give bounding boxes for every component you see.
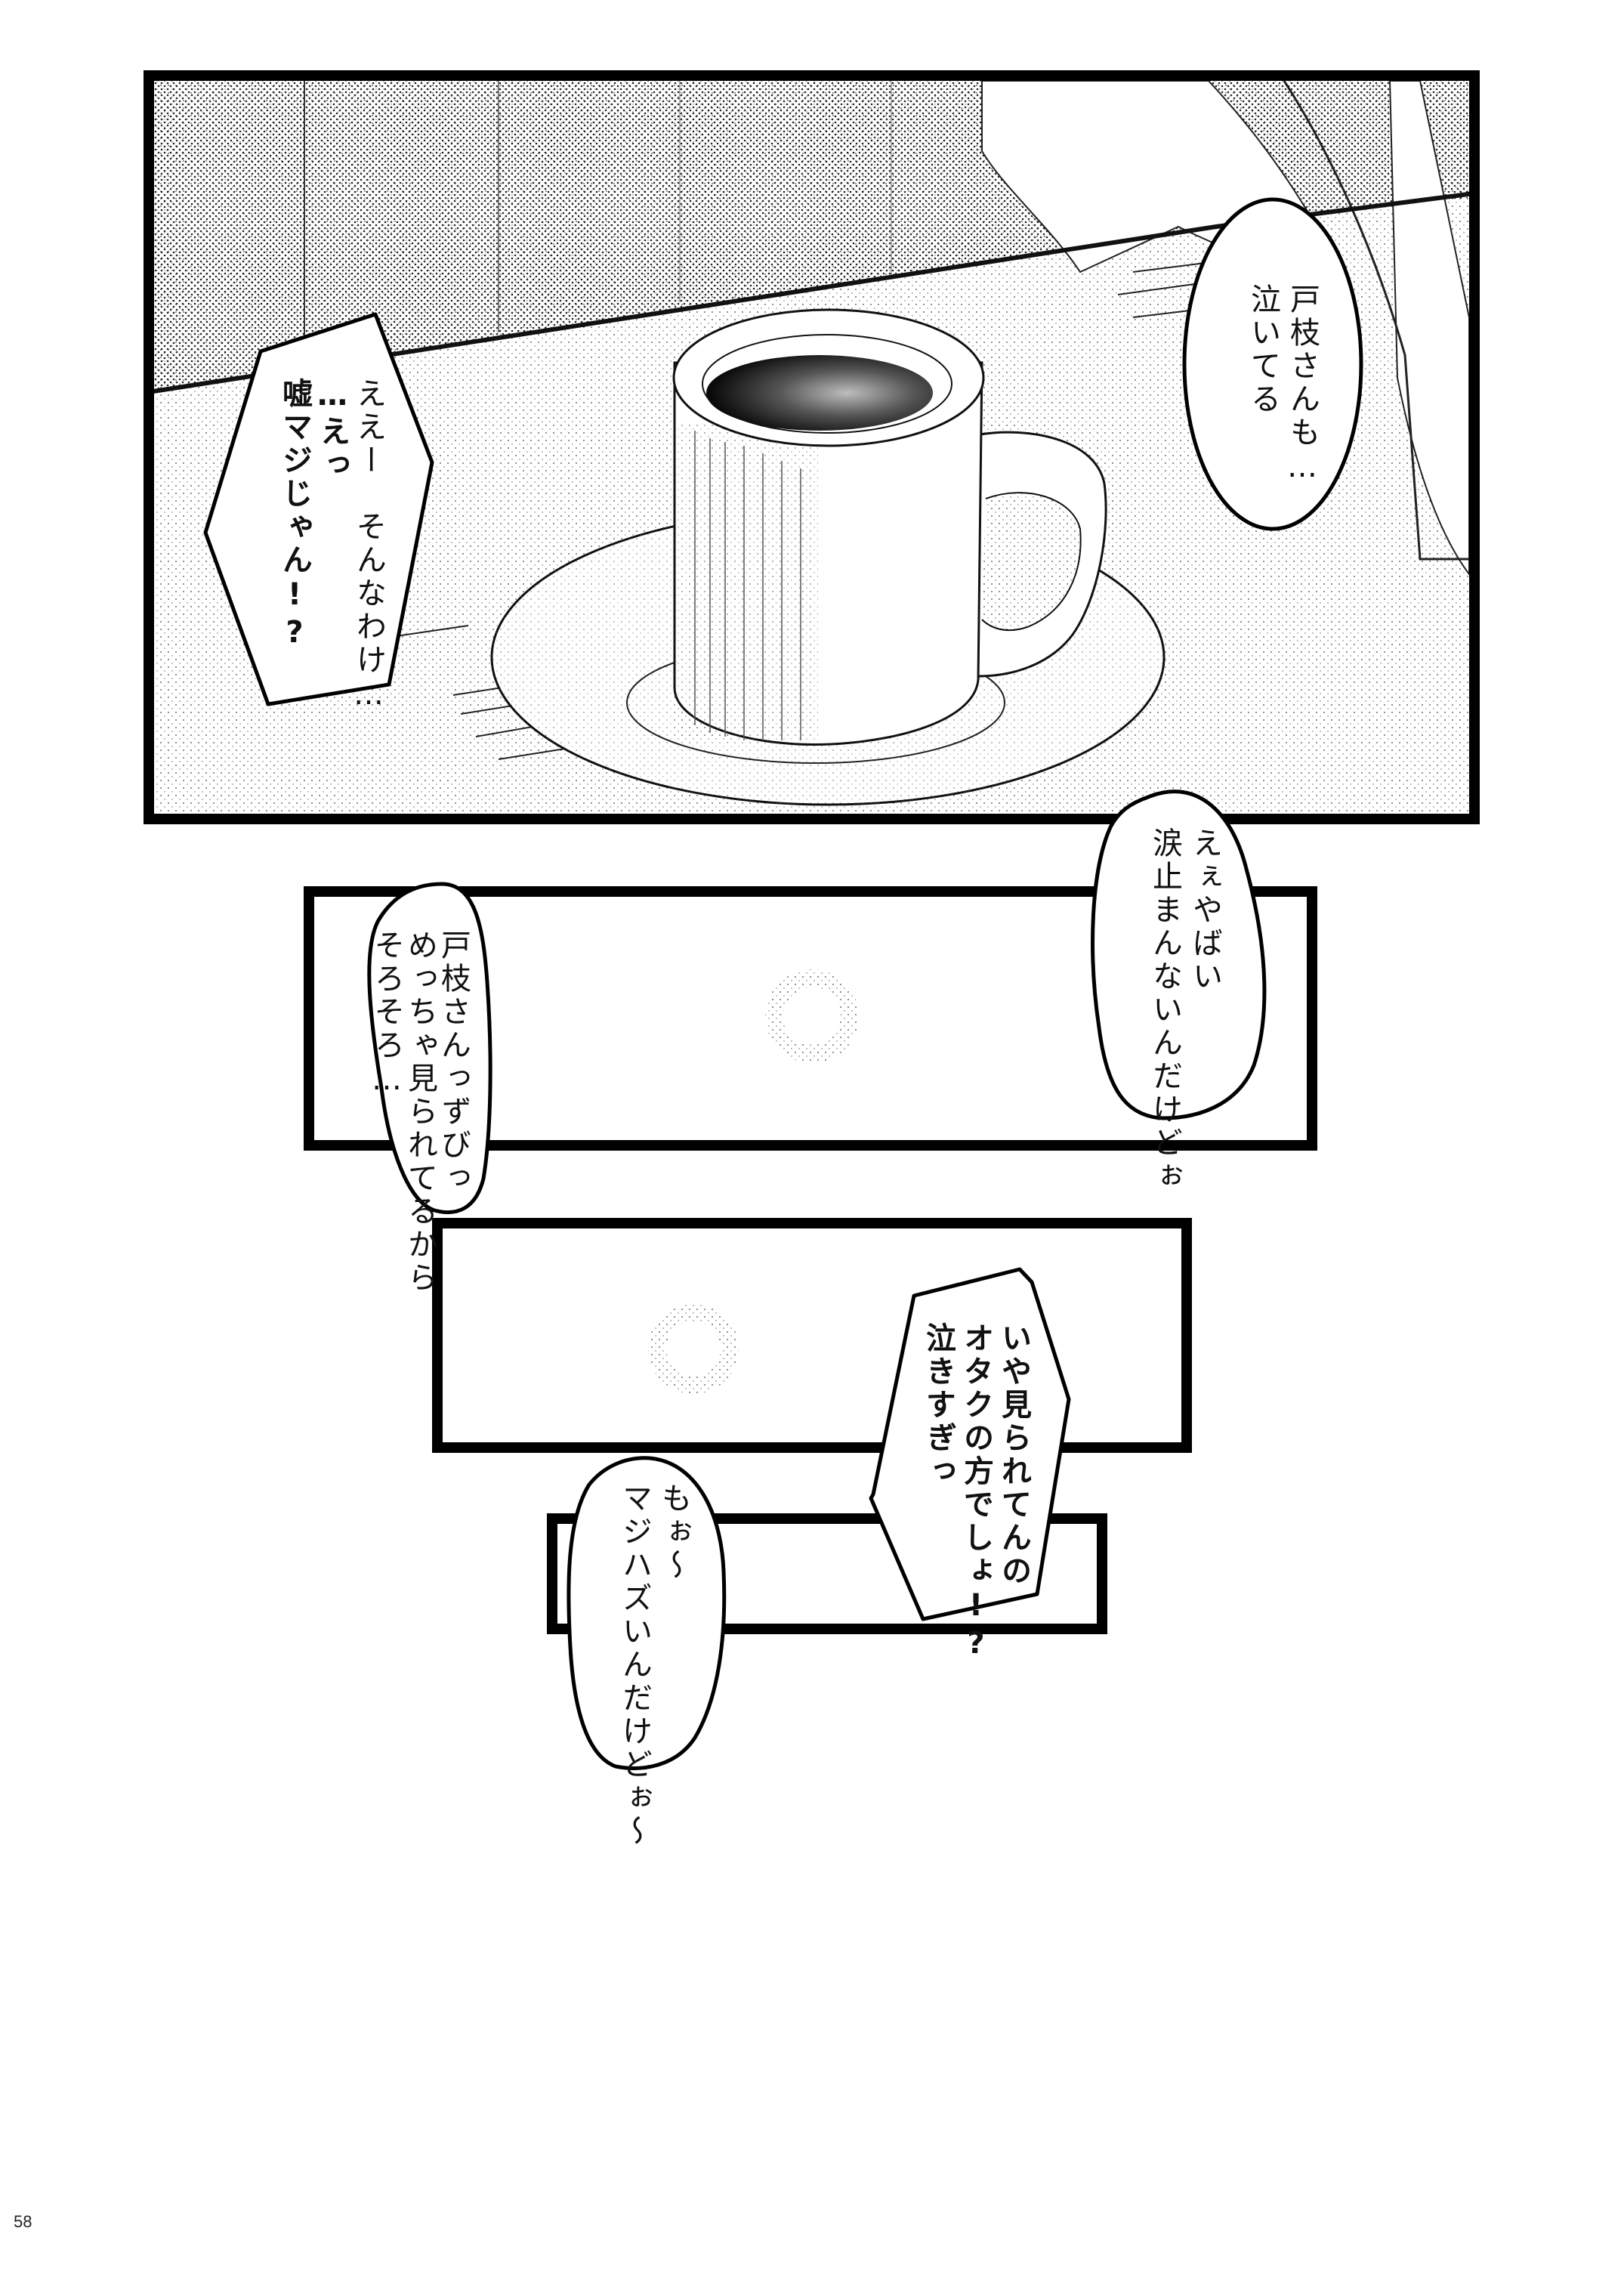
speech-bubble-c [1091, 790, 1267, 1120]
dialogue-line: いや見られてんの [996, 1322, 1031, 1588]
dialogue-line: 戸枝さんっずびっ [436, 929, 471, 1195]
panel-1-border [144, 70, 1480, 824]
dialogue-line: 涙止まんないんだけどぉ [1147, 827, 1182, 1193]
dialogue-line: 戸枝さんも… [1285, 283, 1320, 487]
blurred-light-ring [648, 1303, 739, 1394]
dialogue-line: 嘘マジじゃん!? [277, 378, 312, 653]
dialogue-line: ええー そんなわけ… [351, 378, 386, 715]
speech-bubble-d [367, 882, 492, 1215]
dialogue-line: もぉ〜 [656, 1482, 691, 1582]
dialogue-line: オタクの方でしょ!? [959, 1322, 993, 1664]
speech-bubble-b [203, 312, 434, 706]
speech-bubble-a [1182, 197, 1363, 531]
coffee-surface [706, 355, 933, 431]
blurred-light-ring [765, 969, 859, 1063]
speech-bubble-e [869, 1267, 1071, 1621]
table-edge [154, 191, 1469, 394]
dialogue-line: …えっ [315, 378, 350, 482]
dialogue-line: そろそろ… [369, 929, 404, 1100]
dialogue-line: えぇやばい [1187, 827, 1222, 994]
panel-3 [432, 1218, 1192, 1453]
panel-3-border [432, 1218, 1192, 1453]
dialogue-line: 泣いてる [1246, 283, 1280, 416]
dialogue-line: マジハズいんだけどぉ〜 [617, 1482, 652, 1848]
page-number: 58 [14, 2212, 32, 2231]
dialogue-line: 泣きすぎっ [921, 1322, 956, 1488]
speech-bubble-f [567, 1456, 727, 1770]
dialogue-line: めっちゃ見られてるから [403, 929, 437, 1295]
